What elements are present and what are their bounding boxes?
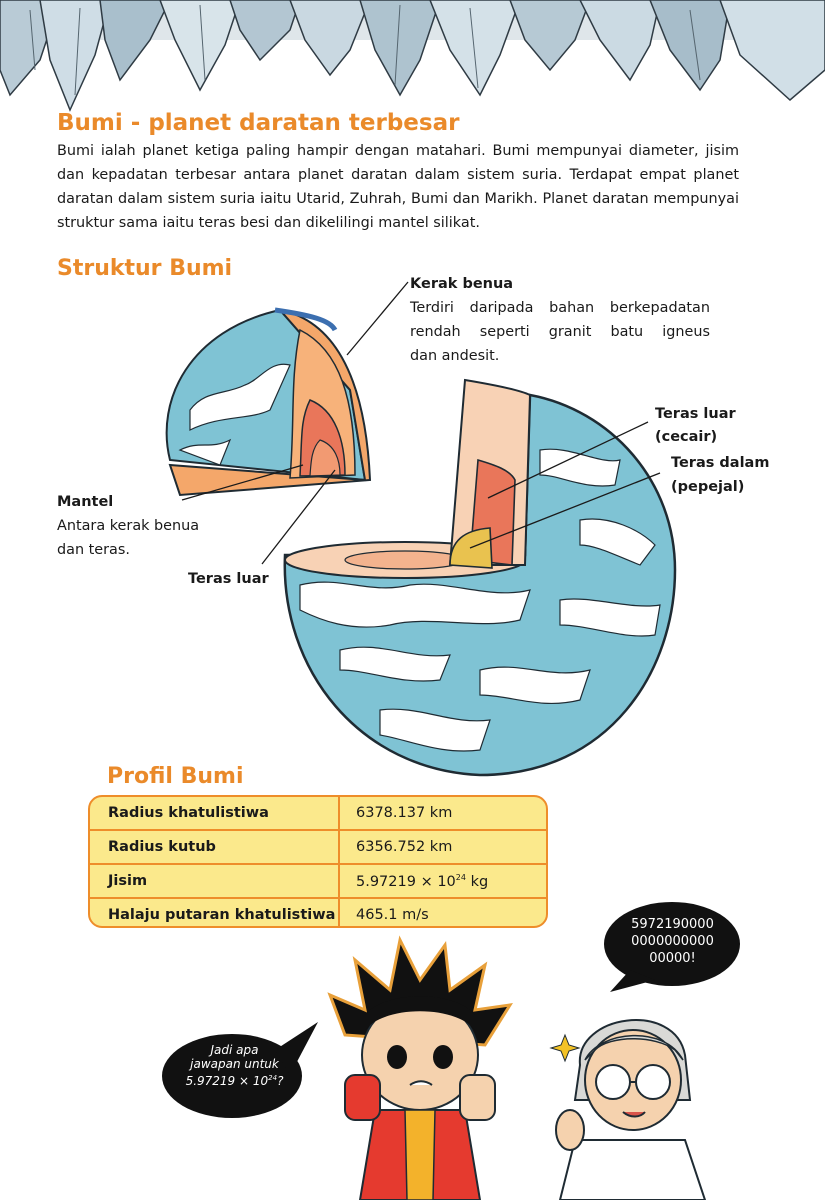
label-crust-desc-2: rendah seperti granit batu igneus	[410, 324, 710, 340]
profile-value: 5.97219 × 1024 kg	[339, 864, 546, 899]
left-speech-bubble	[162, 1022, 318, 1118]
label-inner-core-1: Teras dalam	[671, 455, 770, 471]
profile-label: Halaju putaran khatulistiwa	[90, 898, 340, 926]
left-bubble-text: Jadi apa jawapan untuk 5.97219 × 1024?	[172, 1043, 297, 1088]
boy-character-illustration	[327, 935, 513, 1200]
label-mantle-desc-1: Antara kerak benua	[57, 518, 200, 534]
crystal-header-illustration	[0, 0, 825, 112]
table-row: Radius kutub 6356.752 km	[90, 830, 546, 865]
label-outer-core-left: Teras luar	[188, 571, 269, 587]
label-mantle-desc-2: dan teras.	[57, 542, 130, 558]
right-bubble-line-3: 00000!	[649, 951, 696, 966]
right-speech-bubble	[604, 902, 740, 992]
left-bubble-line-1: Jadi apa	[210, 1043, 259, 1057]
right-bubble-text: 5972190000 0000000000 00000!	[610, 916, 735, 967]
profile-label: Jisim	[90, 864, 340, 899]
profile-value-exponent: 24	[455, 872, 466, 882]
right-bubble-line-1: 5972190000	[631, 917, 714, 932]
label-mantle-title: Mantel	[57, 494, 114, 510]
profile-value: 6356.752 km	[339, 830, 546, 865]
left-bubble-line-3: 5.97219 × 1024?	[172, 1071, 297, 1088]
left-bubble-exponent: 24	[268, 1074, 278, 1082]
profile-value: 6378.137 km	[339, 797, 546, 831]
profile-label: Radius kutub	[90, 830, 340, 865]
left-bubble-end: ?	[277, 1074, 284, 1088]
page-title: Bumi - planet daratan terbesar	[57, 110, 460, 136]
left-bubble-line-2: jawapan untuk	[190, 1057, 279, 1071]
left-bubble-base: 5.97219 × 10	[185, 1074, 269, 1088]
profile-label: Radius khatulistiwa	[90, 797, 340, 831]
label-crust-desc-3: dan andesit.	[410, 348, 500, 364]
structure-title: Struktur Bumi	[57, 256, 233, 281]
layered-shell-illustration	[165, 307, 372, 497]
table-row: Jisim 5.97219 × 1024 kg	[90, 864, 546, 899]
label-crust-title: Kerak benua	[410, 276, 514, 292]
label-outer-core-right-1: Teras luar	[655, 406, 736, 422]
profile-value-unit: kg	[465, 873, 489, 890]
label-outer-core-right-2: (cecair)	[655, 429, 718, 445]
intro-paragraph: Bumi ialah planet ketiga paling hampir d…	[57, 143, 739, 231]
profile-table: Radius khatulistiwa 6378.137 km Radius k…	[88, 795, 548, 928]
label-inner-core-2: (pepejal)	[671, 479, 745, 495]
profile-value-base: 5.97219 × 10	[356, 873, 456, 890]
profile-value: 465.1 m/s	[356, 907, 429, 923]
table-row: Radius khatulistiwa 6378.137 km	[90, 797, 546, 831]
right-bubble-line-2: 0000000000	[631, 934, 714, 949]
table-row: Halaju putaran khatulistiwa 465.1 m/s	[90, 898, 546, 926]
earth-cutaway-illustration	[283, 378, 677, 777]
scientist-character-illustration	[549, 1019, 707, 1200]
profile-title: Profil Bumi	[107, 764, 244, 789]
label-crust-desc-1: Terdiri daripada bahan berkepadatan	[410, 300, 710, 316]
